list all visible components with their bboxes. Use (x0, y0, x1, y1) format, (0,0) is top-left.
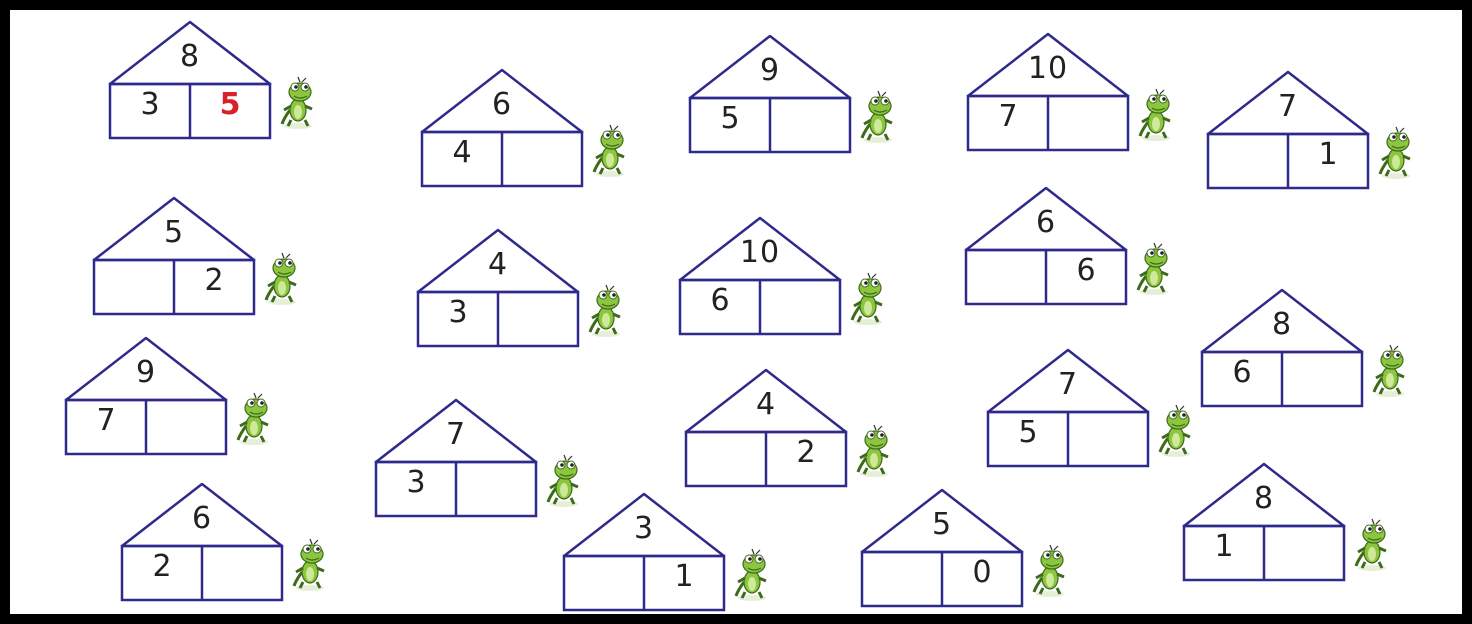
gecko-icon (278, 76, 320, 130)
house-outline (686, 368, 846, 488)
house-total: 5 (862, 508, 1022, 542)
gecko-icon (1134, 242, 1176, 296)
house-outline (110, 20, 270, 140)
house-outline (1208, 70, 1368, 190)
gecko-icon (1370, 344, 1412, 398)
gecko-icon (1376, 126, 1418, 180)
house-outline (988, 348, 1148, 468)
house-total: 6 (966, 206, 1126, 240)
house-total: 3 (564, 512, 724, 546)
house-left-cell[interactable]: 3 (110, 88, 190, 122)
house-outline (94, 196, 254, 316)
house-total: 4 (418, 248, 578, 282)
house-outline (1184, 462, 1344, 582)
house-left-cell[interactable]: 4 (422, 136, 502, 170)
house-right-cell[interactable]: 2 (766, 436, 846, 470)
house-total: 4 (686, 388, 846, 422)
gecko-icon (234, 392, 276, 446)
house-left-cell[interactable]: 3 (376, 466, 456, 500)
house-left-cell[interactable]: 6 (680, 284, 760, 318)
house-right-cell[interactable]: 2 (174, 264, 254, 298)
house-total: 7 (988, 368, 1148, 402)
house-right-cell[interactable]: 5 (190, 88, 270, 122)
house-total: 8 (1184, 482, 1344, 516)
gecko-icon (586, 284, 628, 338)
gecko-icon (732, 548, 774, 602)
house-left-cell[interactable]: 5 (690, 102, 770, 136)
house-total: 6 (122, 502, 282, 536)
house-left-cell[interactable]: 6 (1202, 356, 1282, 390)
house-outline (690, 34, 850, 154)
gecko-icon (848, 272, 890, 326)
house-left-cell[interactable]: 7 (66, 404, 146, 438)
house-total: 8 (1202, 308, 1362, 342)
house-outline (564, 492, 724, 612)
house-outline (680, 216, 840, 336)
gecko-icon (1156, 404, 1198, 458)
house-total: 5 (94, 216, 254, 250)
house-outline (1202, 288, 1362, 408)
gecko-icon (1352, 518, 1394, 572)
gecko-icon (1136, 88, 1178, 142)
gecko-icon (290, 538, 332, 592)
house-right-cell[interactable]: 0 (942, 556, 1022, 590)
house-total: 10 (968, 52, 1128, 86)
house-outline (122, 482, 282, 602)
gecko-icon (262, 252, 304, 306)
house-left-cell[interactable]: 3 (418, 296, 498, 330)
house-outline (966, 186, 1126, 306)
house-right-cell[interactable]: 6 (1046, 254, 1126, 288)
house-outline (418, 228, 578, 348)
house-total: 9 (690, 54, 850, 88)
house-outline (66, 336, 226, 456)
house-outline (376, 398, 536, 518)
house-outline (968, 32, 1128, 152)
gecko-icon (1030, 544, 1072, 598)
gecko-icon (854, 424, 896, 478)
house-total: 10 (680, 236, 840, 270)
gecko-icon (858, 90, 900, 144)
house-left-cell[interactable]: 2 (122, 550, 202, 584)
house-total: 9 (66, 356, 226, 390)
house-left-cell[interactable]: 1 (1184, 530, 1264, 564)
house-right-cell[interactable]: 1 (644, 560, 724, 594)
house-total: 6 (422, 88, 582, 122)
house-total: 7 (376, 418, 536, 452)
house-left-cell[interactable]: 7 (968, 100, 1048, 134)
house-total: 7 (1208, 90, 1368, 124)
gecko-icon (590, 124, 632, 178)
house-outline (862, 488, 1022, 608)
house-total: 8 (110, 40, 270, 74)
house-outline (422, 68, 582, 188)
house-right-cell[interactable]: 1 (1288, 138, 1368, 172)
house-left-cell[interactable]: 5 (988, 416, 1068, 450)
